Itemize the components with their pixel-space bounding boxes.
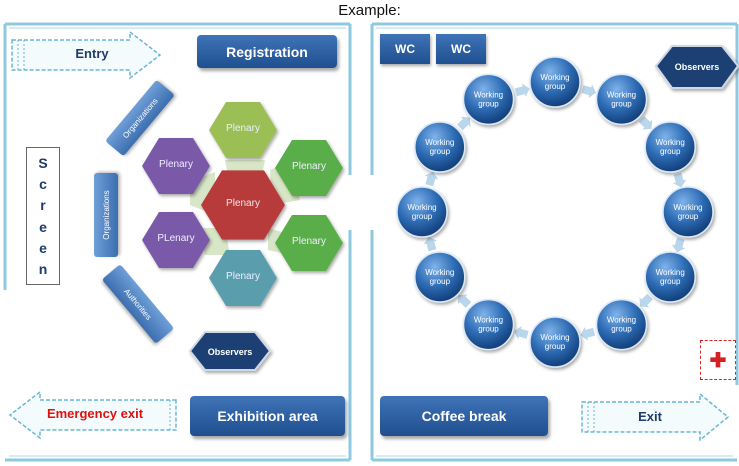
plenary-hexagon	[142, 212, 210, 268]
working-group-circle	[414, 251, 466, 303]
plenary-hexagon	[275, 215, 343, 271]
flow-arrow-icon	[639, 293, 653, 308]
coffee-break-button[interactable]: Coffee break	[380, 396, 548, 436]
plenary-center-label: Plenary	[226, 198, 260, 209]
working-group-circle	[595, 298, 648, 351]
working-group-circle	[462, 73, 515, 126]
plenary-tile-label: Plenary	[292, 236, 326, 247]
flow-arrow-icon	[457, 116, 471, 131]
flow-arrow-icon	[457, 294, 472, 308]
screen-letter: e	[39, 239, 47, 256]
working-group-circle	[414, 121, 466, 173]
plenary-tile-label: PLenary	[157, 233, 195, 244]
walls	[3, 22, 739, 462]
flow-arrow-icon	[423, 236, 438, 252]
plenary-center-hexagon	[201, 170, 285, 240]
first-aid-box: ✚	[700, 340, 736, 380]
working-group-circle	[662, 186, 714, 238]
observers-hexagon-right	[654, 45, 739, 89]
wc-box-1: WC	[380, 34, 430, 64]
exit-label: Exit	[638, 409, 662, 424]
plenary-hexagon	[209, 102, 277, 158]
plenary-tile-label: Plenary	[159, 159, 193, 170]
flow-arrow-icon	[672, 172, 687, 188]
observers-label-left: Observers	[208, 347, 253, 357]
flow-arrow-icon	[514, 83, 530, 97]
working-group-circle	[644, 121, 696, 173]
working-group-circle	[462, 298, 515, 351]
screen-letter: e	[39, 218, 47, 235]
exhibition-area-button[interactable]: Exhibition area	[190, 396, 345, 436]
working-group-circle	[529, 56, 581, 108]
screen-letter: n	[38, 261, 48, 278]
screen-panel: S c r e e n	[26, 147, 60, 285]
screen-letter: r	[40, 197, 46, 214]
flow-arrow-icon	[671, 237, 686, 253]
working-group-circle	[529, 316, 581, 368]
exit-arrow-icon	[581, 392, 730, 442]
wc-box-2: WC	[436, 34, 486, 64]
flow-arrow-icon	[580, 327, 596, 341]
working-group-circle	[644, 251, 696, 303]
flow-arrow-icon	[424, 171, 439, 187]
plenary-hexagon	[209, 250, 277, 306]
observers-label-right: Observers	[675, 62, 720, 72]
screen-letter: c	[39, 175, 47, 192]
organizations-box-middle: Organizations	[94, 173, 118, 257]
first-aid-icon: ✚	[709, 349, 727, 372]
registration-button[interactable]: Registration	[197, 35, 337, 68]
flow-arrow-icon	[514, 326, 529, 340]
working-group-circle	[595, 73, 648, 126]
working-group-circle	[396, 186, 448, 238]
emergency-exit-label: Emergency exit	[46, 406, 144, 421]
screen-letter: S	[38, 154, 48, 171]
entry-label: Entry	[75, 46, 109, 61]
emergency-exit-arrow-icon	[8, 390, 177, 440]
plenary-cluster	[142, 102, 343, 306]
flow-arrow-icon	[581, 84, 597, 98]
plenary-tile-label: Plenary	[226, 123, 260, 134]
page-title: Example:	[338, 2, 401, 19]
plenary-hexagon	[142, 138, 210, 194]
plenary-tile-label: Plenary	[292, 161, 326, 172]
entry-arrow-icon	[11, 30, 162, 80]
plenary-hexagon	[275, 140, 343, 196]
observers-hexagon-left	[188, 331, 272, 371]
flow-arrow-icon	[638, 116, 653, 130]
plenary-tile-label: Plenary	[226, 271, 260, 282]
